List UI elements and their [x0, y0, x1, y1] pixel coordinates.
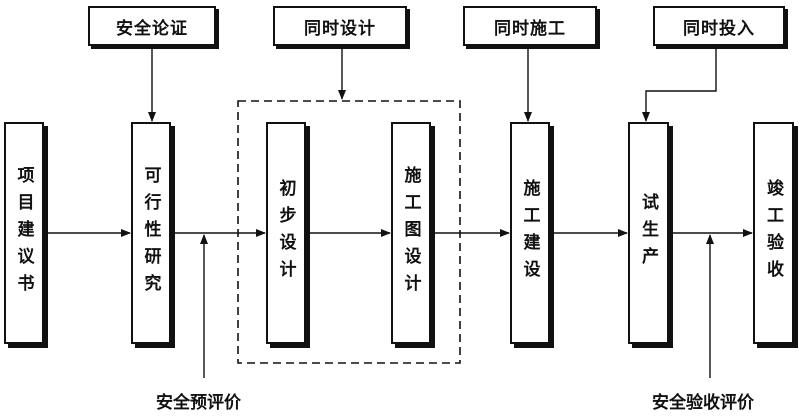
- top-box-simultaneous-operation: 同时投入: [653, 6, 785, 46]
- stage-completion-acceptance: 竣工验收: [753, 122, 794, 344]
- stage-construction-drawing-design: 施工图设计: [391, 122, 431, 344]
- design-phase-dashed-frame: [237, 100, 461, 364]
- stage-label-trial-production: 试生产: [638, 192, 658, 274]
- top-label-simultaneous-design: 同时设计: [304, 18, 376, 39]
- stage-label-construction-drawing-design: 施工图设计: [400, 165, 421, 301]
- stage-label-preliminary-design: 初步设计: [275, 179, 296, 287]
- top-box-safety-demonstration: 安全论证: [88, 6, 216, 46]
- bottom-label-safety-pre-evaluation: 安全预评价: [156, 393, 241, 413]
- arrow-simultaneous-operation-elbow: [642, 43, 717, 122]
- top-box-simultaneous-construction: 同时施工: [463, 6, 597, 46]
- top-box-simultaneous-design: 同时设计: [273, 6, 407, 46]
- stage-construction: 施工建设: [510, 122, 550, 344]
- bottom-label-safety-acceptance-evaluation: 安全验收评价: [652, 393, 754, 413]
- stage-label-feasibility-study: 可行性研究: [140, 165, 161, 301]
- top-label-simultaneous-construction: 同时施工: [494, 18, 566, 39]
- stage-preliminary-design: 初步设计: [266, 122, 306, 344]
- stage-trial-production: 试生产: [628, 122, 669, 344]
- top-label-safety-demonstration: 安全论证: [116, 18, 188, 39]
- stage-feasibility-study: 可行性研究: [131, 122, 171, 344]
- top-label-simultaneous-operation: 同时投入: [683, 18, 755, 39]
- stage-project-proposal: 项目建议书: [4, 122, 44, 344]
- stage-label-project-proposal: 项目建议书: [13, 165, 34, 301]
- stage-label-construction: 施工建设: [519, 179, 540, 287]
- stage-label-completion-acceptance: 竣工验收: [763, 179, 783, 287]
